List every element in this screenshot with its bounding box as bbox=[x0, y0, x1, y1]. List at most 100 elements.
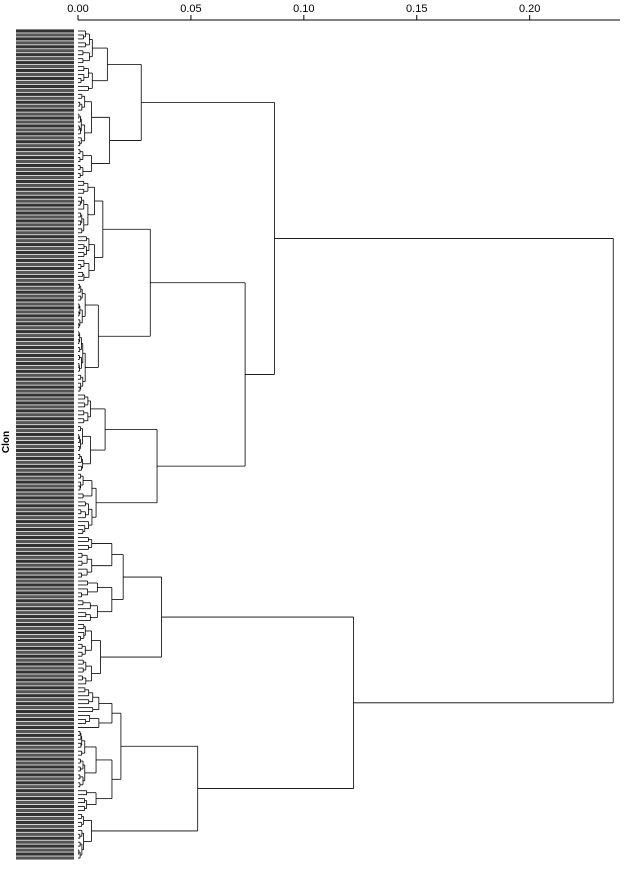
leaf-label-mark bbox=[16, 262, 74, 267]
leaf-label-mark bbox=[16, 488, 74, 492]
leaf-label-mark bbox=[16, 349, 74, 354]
leaf-label-mark bbox=[16, 417, 74, 421]
leaf-label-mark bbox=[16, 706, 74, 710]
leaf-label-mark bbox=[16, 721, 74, 726]
leaf-label-mark bbox=[16, 638, 74, 642]
leaf-label-mark bbox=[16, 227, 74, 231]
leaf-label-mark bbox=[16, 500, 74, 504]
leaf-label-mark bbox=[16, 575, 74, 579]
y-axis-title: Clon bbox=[1, 431, 12, 453]
x-tick-label: 0.15 bbox=[406, 3, 427, 15]
leaf-label-mark bbox=[16, 531, 74, 536]
leaf-label-mark bbox=[16, 258, 74, 263]
leaf-label-mark bbox=[16, 555, 74, 559]
leaf-label-mark bbox=[16, 547, 74, 551]
leaf-label-mark bbox=[16, 832, 74, 836]
leaf-label-mark bbox=[16, 49, 74, 53]
x-tick-label: 0.10 bbox=[293, 3, 314, 15]
leaf-labels bbox=[16, 29, 74, 860]
leaf-label-mark bbox=[16, 365, 74, 369]
leaf-label-mark bbox=[16, 630, 74, 635]
leaf-label-mark bbox=[16, 698, 74, 702]
leaf-label-mark bbox=[16, 235, 74, 239]
leaf-label-mark bbox=[16, 852, 74, 856]
leaf-label-mark bbox=[16, 682, 74, 686]
leaf-label-mark bbox=[16, 591, 74, 595]
leaf-label-mark bbox=[16, 144, 74, 148]
leaf-label-mark bbox=[16, 345, 74, 350]
leaf-label-mark bbox=[16, 65, 74, 69]
leaf-label-mark bbox=[16, 773, 74, 777]
leaf-label-mark bbox=[16, 132, 74, 136]
leaf-label-mark bbox=[16, 603, 74, 607]
leaf-label-mark bbox=[16, 571, 74, 575]
leaf-label-mark bbox=[16, 413, 74, 417]
leaf-label-mark bbox=[16, 57, 74, 61]
leaf-label-mark bbox=[16, 713, 74, 718]
leaf-label-mark bbox=[16, 330, 74, 334]
leaf-label-mark bbox=[16, 61, 74, 65]
leaf-label-mark bbox=[16, 801, 74, 805]
leaf-label-mark bbox=[16, 29, 74, 33]
leaf-label-mark bbox=[16, 41, 74, 45]
leaf-label-mark bbox=[16, 100, 74, 104]
leaf-label-mark bbox=[16, 504, 74, 508]
leaf-label-mark bbox=[16, 421, 74, 425]
leaf-label-mark bbox=[16, 203, 74, 207]
leaf-label-mark bbox=[16, 429, 74, 433]
leaf-label-mark bbox=[16, 171, 74, 176]
leaf-label-mark bbox=[16, 642, 74, 646]
leaf-label-mark bbox=[16, 243, 74, 247]
leaf-label-mark bbox=[16, 595, 74, 599]
leaf-label-mark bbox=[16, 622, 74, 627]
leaf-label-mark bbox=[16, 785, 74, 789]
leaf-label-mark bbox=[16, 492, 74, 496]
leaf-label-mark bbox=[16, 381, 74, 385]
leaf-label-mark bbox=[16, 828, 74, 832]
leaf-label-mark bbox=[16, 302, 74, 306]
leaf-label-mark bbox=[16, 397, 74, 401]
leaf-label-mark bbox=[16, 68, 74, 73]
leaf-label-mark bbox=[16, 369, 74, 373]
leaf-label-mark bbox=[16, 286, 74, 290]
leaf-label-mark bbox=[16, 199, 74, 203]
leaf-label-mark bbox=[16, 112, 74, 116]
leaf-label-mark bbox=[16, 662, 74, 666]
leaf-label-mark bbox=[16, 527, 74, 532]
leaf-label-mark bbox=[16, 444, 74, 449]
leaf-label-mark bbox=[16, 476, 74, 480]
leaf-label-mark bbox=[16, 646, 74, 650]
leaf-label-mark bbox=[16, 187, 74, 191]
leaf-label-mark bbox=[16, 108, 74, 112]
leaf-label-mark bbox=[16, 377, 74, 381]
leaf-label-mark bbox=[16, 294, 74, 298]
leaf-label-mark bbox=[16, 654, 74, 658]
leaf-label-mark bbox=[16, 520, 74, 524]
leaf-label-mark bbox=[16, 326, 74, 330]
leaf-label-mark bbox=[16, 219, 74, 223]
leaf-label-mark bbox=[16, 104, 74, 108]
leaf-label-mark bbox=[16, 341, 74, 346]
leaf-label-mark bbox=[16, 254, 74, 259]
leaf-label-mark bbox=[16, 777, 74, 781]
leaf-label-mark bbox=[16, 670, 74, 674]
leaf-label-mark bbox=[16, 539, 74, 544]
leaf-label-mark bbox=[16, 425, 74, 429]
leaf-label-mark bbox=[16, 274, 74, 278]
x-tick-label: 0.00 bbox=[67, 3, 88, 15]
leaf-label-mark bbox=[16, 167, 74, 172]
leaf-label-mark bbox=[16, 159, 74, 164]
leaf-label-mark bbox=[16, 278, 74, 282]
leaf-label-mark bbox=[16, 733, 74, 737]
leaf-label-mark bbox=[16, 298, 74, 302]
leaf-label-mark bbox=[16, 761, 74, 765]
leaf-label-mark bbox=[16, 808, 74, 813]
leaf-label-mark bbox=[16, 207, 74, 211]
leaf-label-mark bbox=[16, 729, 74, 733]
leaf-label-mark bbox=[16, 148, 74, 152]
leaf-label-mark bbox=[16, 460, 74, 464]
leaf-label-mark bbox=[16, 615, 74, 619]
leaf-label-mark bbox=[16, 468, 74, 472]
leaf-label-mark bbox=[16, 611, 74, 615]
